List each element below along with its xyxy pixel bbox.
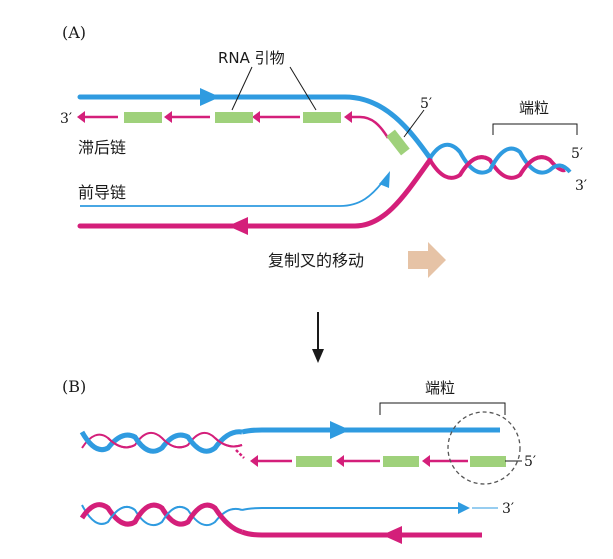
rna-primer [383,456,419,467]
rna-primer [124,112,162,123]
parental-strand-b-bottom [241,529,482,538]
rna-primer-label: RNA 引物 [218,49,285,67]
fork-movement-label: 复制叉的移动 [268,251,364,270]
rna-primer-pointer-right [289,66,317,111]
panel-a: (A) [60,23,587,278]
leading-strand [80,179,385,207]
telomere-bracket-a [492,123,578,135]
parental-strand-bottom [77,157,433,229]
parental-strand-top [77,94,433,161]
telomere-helix-b-top [79,429,243,454]
leading-strand-b-arrow [458,502,470,514]
telomere-helix-a [428,142,572,180]
end-3-label-b: 3′ [502,501,514,517]
fork-movement-arrow [408,242,446,278]
rna-primer [215,112,253,123]
primer-5-end-pointer [403,109,425,138]
leading-strand-b [241,507,462,511]
lagging-strand-label: 滞后链 [78,138,126,157]
leading-strand-label: 前导链 [78,183,126,202]
telomere-bracket-b [379,402,506,415]
panel-a-label: (A) [62,23,86,42]
helix-blue-front [428,142,572,175]
rna-primer [386,129,410,156]
parental-strand-bottom-arrow [228,217,248,235]
parental-strand-top-arrow [200,88,220,106]
leading-strand-arrow [379,171,390,188]
parental-strand-b-top-arrow [330,421,350,439]
rna-primer [303,112,341,123]
primer-5-end-label: 5′ [420,96,432,112]
helix-magenta-front [458,155,552,177]
parental-strand-b-top [241,427,500,435]
rna-primer [296,456,332,467]
helix-3-end-label: 3′ [575,178,587,194]
helix-magenta-back [428,155,566,180]
telomere-label-b: 端粒 [425,379,455,397]
helix-5-end-label: 5′ [571,146,583,162]
lagging-3-end-label: 3′ [60,111,72,127]
end-5-label-b: 5′ [524,454,536,470]
telomere-helix-b-bottom [79,502,243,535]
rna-primer [470,456,506,467]
rna-primer-pointer-left [231,66,253,111]
primer-gap-circle [447,411,521,485]
telomere-label-a: 端粒 [519,99,549,117]
rna-primers [124,112,410,156]
transition-arrow [312,312,324,363]
parental-strand-b-bottom-arrow [382,526,402,544]
panel-b-label: (B) [62,377,86,396]
lagging-strand [77,111,390,139]
panel-b: (B) 5′ 端粒 [62,377,536,544]
lagging-strand-b [235,449,506,467]
